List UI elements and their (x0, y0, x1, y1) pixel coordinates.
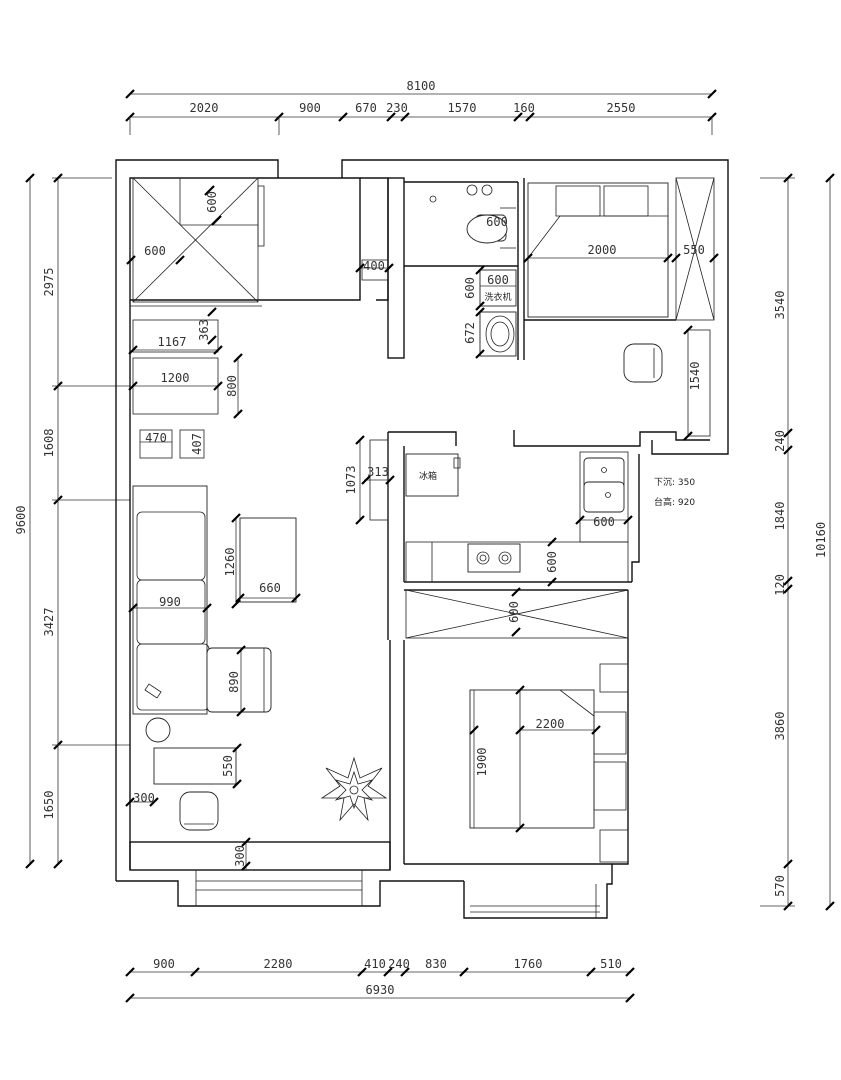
dim-top-1570: 1570 (448, 101, 477, 115)
dim-top-900: 900 (299, 101, 321, 115)
dim-cab-1200: 1200 (161, 371, 190, 385)
dim-top-2550: 2550 (607, 101, 636, 115)
washer (479, 269, 517, 307)
dim-right-3860: 3860 (773, 712, 787, 741)
dim-counter-600: 600 (545, 551, 559, 573)
dim-bot-830: 830 (425, 957, 447, 971)
dim-right-240: 240 (773, 430, 787, 452)
dim-bot-1760: 1760 (514, 957, 543, 971)
dim-desk-300: 300 (133, 791, 155, 805)
chair-icon (623, 343, 663, 383)
coffee-table (239, 517, 297, 603)
dim-top-160: 160 (513, 101, 535, 115)
dim-right-total: 10160 (814, 522, 828, 558)
dim-bot-240: 240 (388, 957, 410, 971)
dim-bed-2200: 2200 (536, 717, 565, 731)
double-bed (469, 689, 595, 829)
dim-bot-2280: 2280 (264, 957, 293, 971)
dim-cab-363: 363 (197, 319, 211, 341)
dim-cab-800: 800 (225, 375, 239, 397)
dim-washer-side-600: 600 (463, 277, 477, 299)
dim-ward-550: 550 (683, 243, 705, 257)
wash-basin (485, 315, 515, 353)
dim-top-2020: 2020 (190, 101, 219, 115)
dim-side-470: 470 (145, 431, 167, 445)
dim-balcony-300: 300 (233, 845, 247, 867)
dim-wardrobe-600: 600 (205, 191, 219, 213)
top-dimension-chain: 8100 2020 900 670 230 1570 160 2550 (125, 79, 717, 135)
dim-top-670: 670 (355, 101, 377, 115)
bedroom-small: 2000 550 1540 (523, 177, 719, 441)
dim-sink-600: 600 (593, 515, 615, 529)
dim-master-ward-600: 600 (507, 601, 521, 623)
dim-right-570: 570 (773, 875, 787, 897)
dim-side-407: 407 (190, 433, 204, 455)
dim-bed-2000: 2000 (588, 243, 617, 257)
living-room: 1260 660 990 890 550 300 (125, 485, 388, 871)
single-bed (527, 182, 669, 318)
wash-basin-counter (479, 311, 517, 357)
master-bedroom: 2200 1900 (469, 663, 629, 863)
dim-left-1650: 1650 (42, 791, 56, 820)
toilet-bowl (466, 214, 508, 244)
study-desk (153, 747, 237, 785)
sink-icon (583, 457, 625, 513)
dim-left-3427: 3427 (42, 608, 56, 637)
hall-niche: 400 (355, 259, 394, 281)
dim-left-total: 9600 (14, 506, 28, 535)
dim-toilet-600: 600 (486, 215, 508, 229)
dim-left-2975: 2975 (42, 268, 56, 297)
left-dimension-chain: 9600 2975 1608 3427 1650 (14, 173, 130, 869)
dim-bot-410: 410 (364, 957, 386, 971)
desk-chair-icon (179, 791, 219, 831)
dim-left-1608: 1608 (42, 429, 56, 458)
round-side-table (145, 717, 171, 743)
dim-washer-600: 600 (487, 273, 509, 287)
potted-plant-icon (320, 756, 388, 822)
dim-right-120: 120 (773, 574, 787, 596)
dim-hall-400: 400 (363, 259, 385, 273)
entry-wardrobe: 600 600 (126, 177, 265, 303)
dim-sofa-890: 890 (227, 671, 241, 693)
kitchen-note-counter: 台高: 920 (654, 496, 695, 508)
dim-basin-672: 672 (463, 322, 477, 344)
dim-fridge-1073: 1073 (344, 466, 358, 495)
dim-desk-1540: 1540 (688, 362, 702, 391)
stove-icon (467, 543, 521, 573)
sofa (132, 485, 272, 715)
dim-bot-510: 510 (600, 957, 622, 971)
dim-cab-1167: 1167 (158, 335, 187, 349)
dim-table-660: 660 (259, 581, 281, 595)
dim-bot-900: 900 (153, 957, 175, 971)
fridge (405, 453, 459, 497)
dim-top-230: 230 (386, 101, 408, 115)
dim-right-1840: 1840 (773, 502, 787, 531)
outer-walls (115, 159, 729, 919)
dim-bot-total: 6930 (366, 983, 395, 997)
master-wardrobe: 600 (405, 587, 629, 639)
dim-top-total: 8100 (407, 79, 436, 93)
dim-desk-550: 550 (221, 755, 235, 777)
fridge-label: 冰箱 (419, 470, 437, 482)
side-tables: 470 407 (139, 429, 205, 459)
kitchen-note-sunk: 下沉: 350 (654, 477, 695, 488)
bathroom: 600 600 洗衣机 600 672 (429, 184, 517, 359)
dim-wardrobe-depth-600: 600 (144, 244, 166, 258)
dim-table-1260: 1260 (223, 548, 237, 577)
living-cabinets: 1167 363 1200 800 (128, 307, 243, 419)
kitchen: 冰箱 1073 313 600 600 (344, 435, 695, 587)
dim-sofa-990: 990 (159, 595, 181, 609)
dim-right-3540: 3540 (773, 291, 787, 320)
right-dimension-chain: 3540 240 1840 120 3860 570 10160 (760, 173, 835, 911)
dim-bed-1900: 1900 (475, 748, 489, 777)
bottom-dimension-chain: 900 2280 410 240 830 1760 510 6930 (125, 957, 635, 1003)
washer-label: 洗衣机 (484, 291, 511, 303)
dim-fridge-313: 313 (367, 465, 389, 479)
